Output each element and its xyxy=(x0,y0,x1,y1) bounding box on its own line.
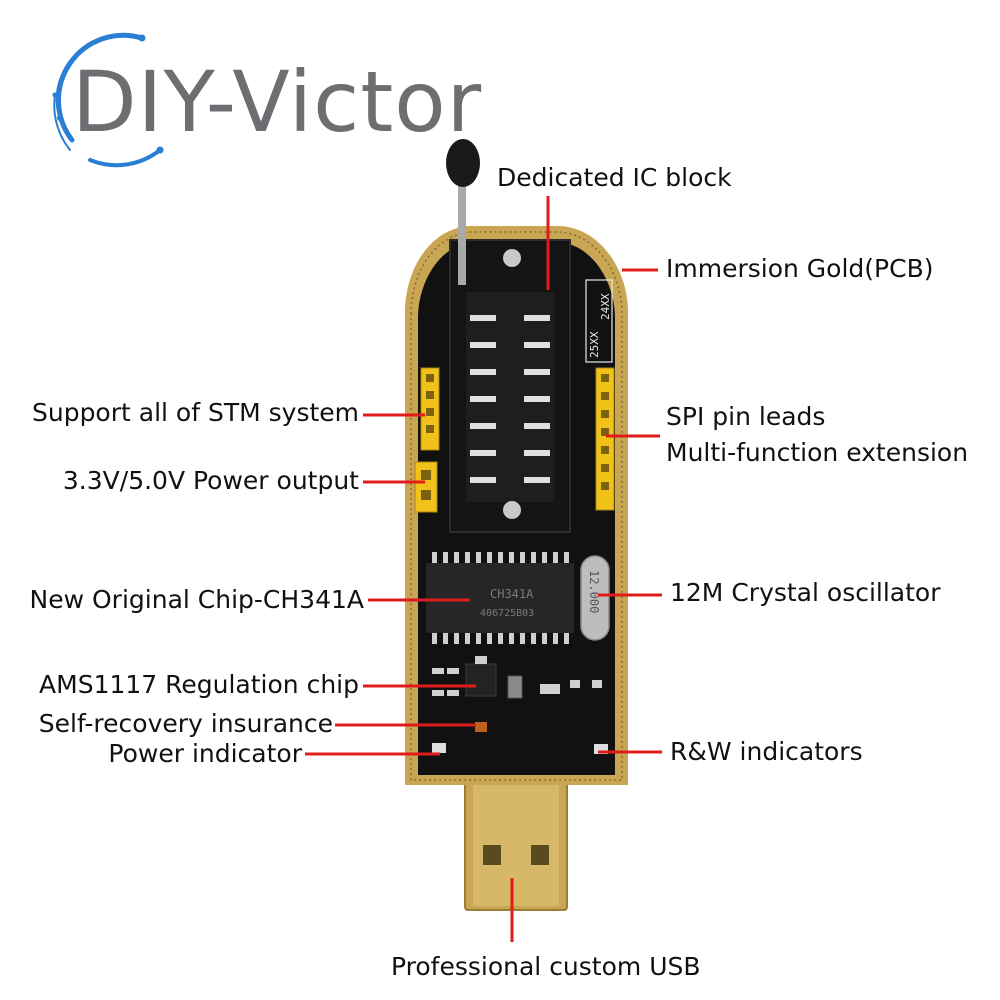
mark-25xx: 25XX xyxy=(588,331,601,358)
label-self-recovery: Self-recovery insurance xyxy=(38,709,333,738)
chip-marking: CH341A xyxy=(490,587,534,601)
left-pin-header xyxy=(420,367,440,451)
brand-name: DIY-Victor xyxy=(72,53,483,151)
chip-code: 406725B03 xyxy=(480,608,534,619)
crystal-marking: 12.000 xyxy=(587,570,601,613)
label-stm-support: Support all of STM system xyxy=(31,398,359,427)
label-crystal: 12M Crystal oscillator xyxy=(670,578,941,607)
label-immersion-gold: Immersion Gold(PCB) xyxy=(666,254,934,283)
power-jumper xyxy=(414,461,438,513)
smd-components xyxy=(432,668,602,732)
label-ic-block: Dedicated IC block xyxy=(497,163,732,192)
crystal-oscillator: 12.000 xyxy=(580,555,610,641)
label-rw-indicators: R&W indicators xyxy=(670,737,863,766)
right-pin-header xyxy=(595,367,615,511)
label-ams1117: AMS1117 Regulation chip xyxy=(39,670,359,699)
brand-ring-logo xyxy=(52,32,164,168)
label-multifunction: Multi-function extension xyxy=(666,438,969,467)
rw-led xyxy=(594,744,608,754)
label-spi-pin-leads: SPI pin leads xyxy=(666,402,826,431)
label-power-indicator: Power indicator xyxy=(108,739,302,768)
socket-marks: 25XX 24XX xyxy=(585,279,613,363)
zif-socket xyxy=(449,239,571,533)
mark-24xx: 24XX xyxy=(599,293,612,320)
label-power-output: 3.3V/5.0V Power output xyxy=(62,466,359,495)
label-ch341a: New Original Chip-CH341A xyxy=(29,585,364,614)
ch341a-chip: CH341A 406725B03 xyxy=(426,552,574,644)
ams1117-regulator xyxy=(465,656,523,699)
power-led xyxy=(432,743,446,753)
leader-lines xyxy=(305,196,662,942)
label-usb: Professional custom USB xyxy=(391,952,701,981)
zif-lever xyxy=(446,139,480,285)
